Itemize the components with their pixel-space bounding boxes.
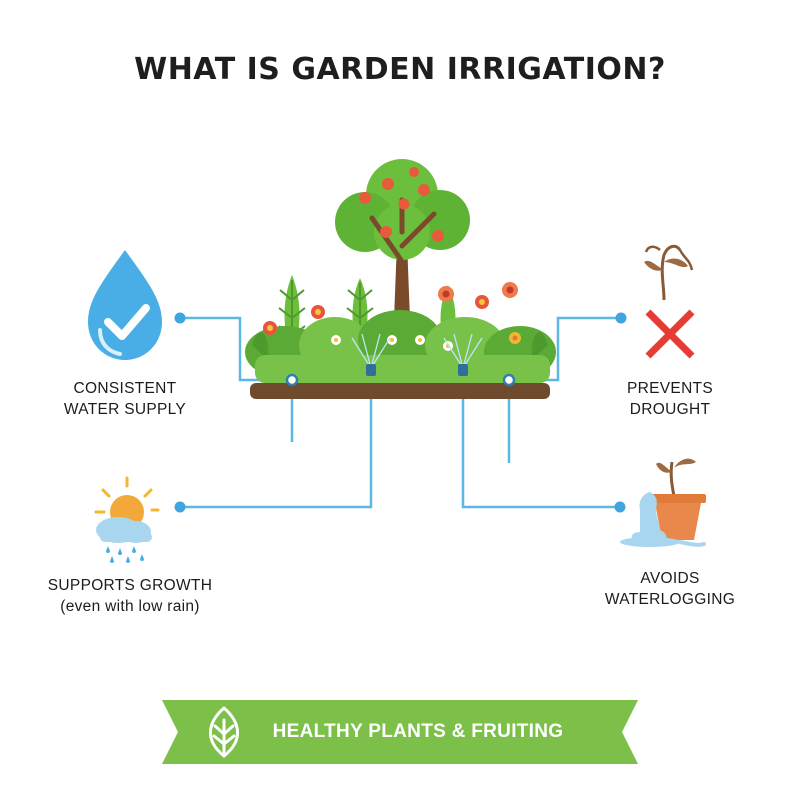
label-line-1: PREVENTS [627, 380, 713, 397]
water-drop-check-icon [88, 250, 162, 360]
bushes [245, 310, 556, 383]
dot-prevents-drought [615, 312, 627, 324]
wilted-plant-cross-icon [644, 244, 695, 359]
banner-ribbon [162, 700, 638, 764]
connector-dots [174, 312, 627, 513]
dot-avoids-waterlogging [614, 501, 626, 513]
dot-supports-growth [174, 501, 186, 513]
drip-emitters [285, 364, 516, 387]
connector-supports-growth [180, 370, 373, 509]
dot-consistent-water [174, 312, 186, 324]
connector-lines [180, 316, 621, 509]
garden-bed-illustration [245, 159, 556, 399]
label-avoids-waterlogging: AVOIDS WATERLOGGING [580, 568, 760, 610]
sun-cloud-rain-icon [94, 476, 160, 563]
banner-text: HEALTHY PLANTS & FRUITING [272, 721, 564, 742]
water-spray [351, 333, 483, 369]
label-line-1: CONSISTENT [73, 380, 177, 397]
fruit-tree-icon [335, 159, 470, 320]
leaf-icon [209, 706, 239, 758]
label-line-1: AVOIDS [640, 570, 700, 587]
label-consistent-water: CONSISTENT WATER SUPPLY [40, 378, 210, 420]
label-line-2: (even with low rain) [60, 598, 200, 615]
connector-avoids-waterlogging [461, 370, 620, 509]
label-line-2: WATER SUPPLY [63, 401, 187, 418]
label-line-2: WATERLOGGING [604, 591, 736, 608]
overflowing-pot-icon [620, 458, 706, 547]
label-line-2: DROUGHT [629, 401, 711, 418]
soil-bed [250, 383, 550, 399]
healthy-plants-banner: HEALTHY PLANTS & FRUITING [162, 700, 638, 764]
label-line-1: SUPPORTS GROWTH [47, 577, 213, 594]
label-supports-growth: SUPPORTS GROWTH (even with low rain) [30, 575, 230, 617]
label-prevents-drought: PREVENTS DROUGHT [585, 378, 755, 420]
page-title: WHAT IS GARDEN IRRIGATION? [134, 52, 666, 87]
